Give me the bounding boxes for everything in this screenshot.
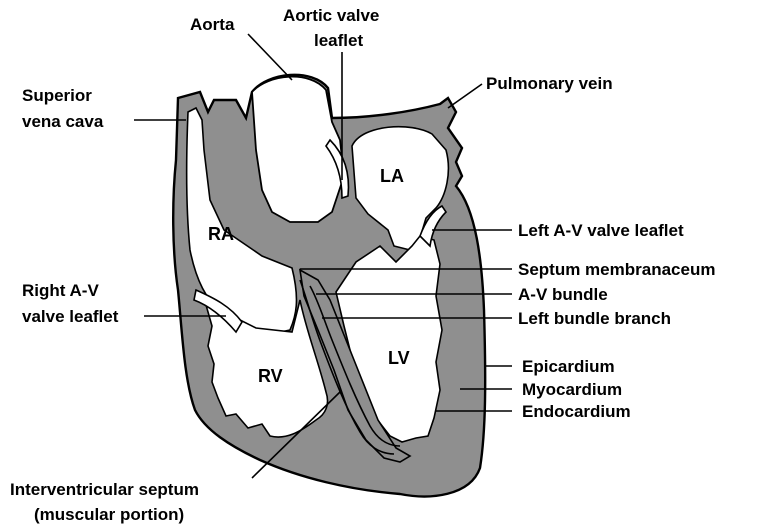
svc-label-2: vena cava	[22, 112, 104, 131]
septum-membranaceum-label: Septum membranaceum	[518, 260, 715, 279]
left-bundle-branch-label: Left bundle branch	[518, 309, 671, 328]
left-av-valve-label: Left A-V valve leaflet	[518, 221, 684, 240]
rv-label: RV	[258, 366, 283, 386]
lv-label: LV	[388, 348, 410, 368]
aortic-valve-label-2: leaflet	[314, 31, 363, 50]
aortic-valve-label-1: Aortic valve	[283, 6, 379, 25]
ra-label: RA	[208, 224, 234, 244]
aorta-label: Aorta	[190, 15, 235, 34]
leader-pulmonary-vein	[448, 84, 482, 108]
endocardium-label: Endocardium	[522, 402, 631, 421]
right-av-label-1: Right A-V	[22, 281, 99, 300]
myocardium-label: Myocardium	[522, 380, 622, 399]
svc-label-1: Superior	[22, 86, 92, 105]
ivs-label-2: (muscular portion)	[34, 505, 184, 524]
la-label: LA	[380, 166, 404, 186]
leader-aorta	[248, 34, 292, 80]
pulmonary-vein-label: Pulmonary vein	[486, 74, 613, 93]
ivs-label-1: Interventricular septum	[10, 480, 199, 499]
right-av-label-2: valve leaflet	[22, 307, 119, 326]
av-bundle-label: A-V bundle	[518, 285, 608, 304]
epicardium-label: Epicardium	[522, 357, 615, 376]
